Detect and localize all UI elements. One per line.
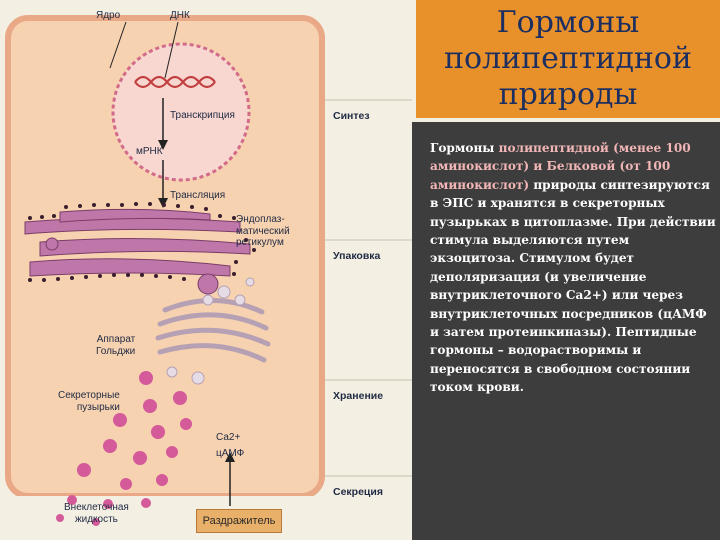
title-box: Гормоны полипептидной природы	[416, 0, 720, 118]
body-segment-main: синтезируются в ЭПС и хранятся в секрето…	[430, 177, 716, 395]
ribosomes	[28, 202, 256, 282]
label-mrna: мРНК	[136, 146, 163, 157]
endoplasmic-reticulum	[24, 208, 251, 295]
exocytosis	[56, 495, 151, 526]
label-calcium: Са2+	[216, 432, 241, 443]
label-translation: Трансляция	[170, 190, 226, 201]
secretory-vesicles	[77, 371, 192, 490]
label-stimulus: Раздражитель	[202, 515, 276, 527]
stage-secretion: Секреция	[333, 486, 383, 498]
stage-packaging: Упаковка	[333, 250, 381, 262]
golgi-apparatus	[155, 297, 271, 363]
text-panel: Гормоны полипептидной (менее 100 аминоки…	[412, 122, 720, 540]
body-segment-nature: природы	[529, 177, 601, 192]
label-dna: ДНК	[170, 10, 190, 21]
golgi-vesicles	[166, 277, 255, 385]
cell-diagram	[5, 15, 412, 526]
label-extracellular: Внеклеточная жидкость	[64, 502, 129, 525]
label-nucleus: Ядро	[96, 10, 121, 21]
dna-helix	[134, 75, 216, 89]
stage-synthesis: Синтез	[333, 110, 370, 122]
label-vesicles: Секреторные пузырьки	[58, 390, 120, 413]
label-camp: цАМФ	[216, 448, 245, 459]
label-golgi: Аппарат Гольджи	[96, 334, 136, 357]
label-er: Эндоплаз- матический ретикулум	[236, 214, 290, 248]
body-segment-lead: Гормоны	[430, 141, 499, 155]
slide-title: Гормоны полипептидной природы	[444, 5, 692, 112]
body-text: Гормоны полипептидной (менее 100 аминоки…	[430, 139, 716, 397]
body-segment-highlight: полипептидной (менее 100 аминокислот) и …	[430, 141, 691, 192]
label-transcription: Транскрипция	[170, 110, 235, 121]
stimulus-box: Раздражитель	[196, 509, 282, 533]
stage-storage: Хранение	[333, 390, 384, 402]
